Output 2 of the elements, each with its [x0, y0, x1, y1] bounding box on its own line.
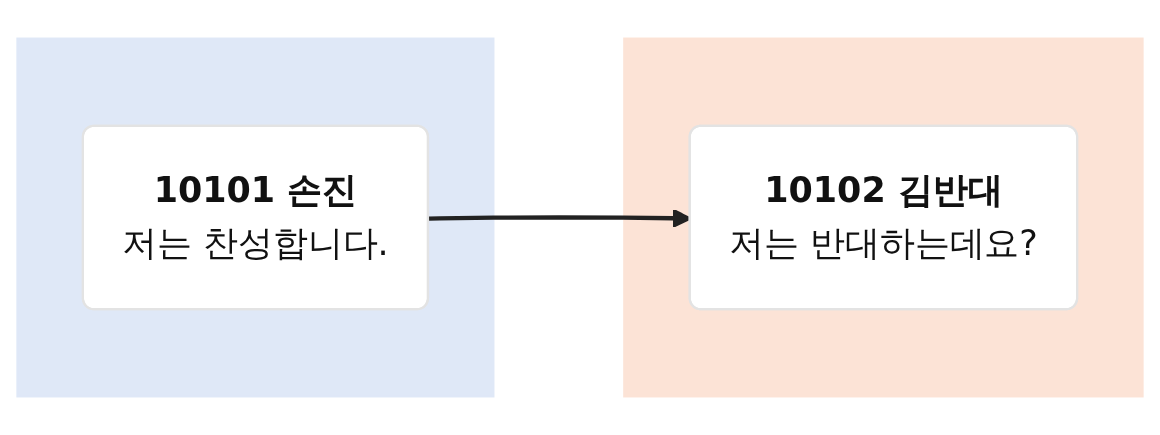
cluster — [16, 37, 495, 398]
cluster — [623, 37, 1144, 398]
